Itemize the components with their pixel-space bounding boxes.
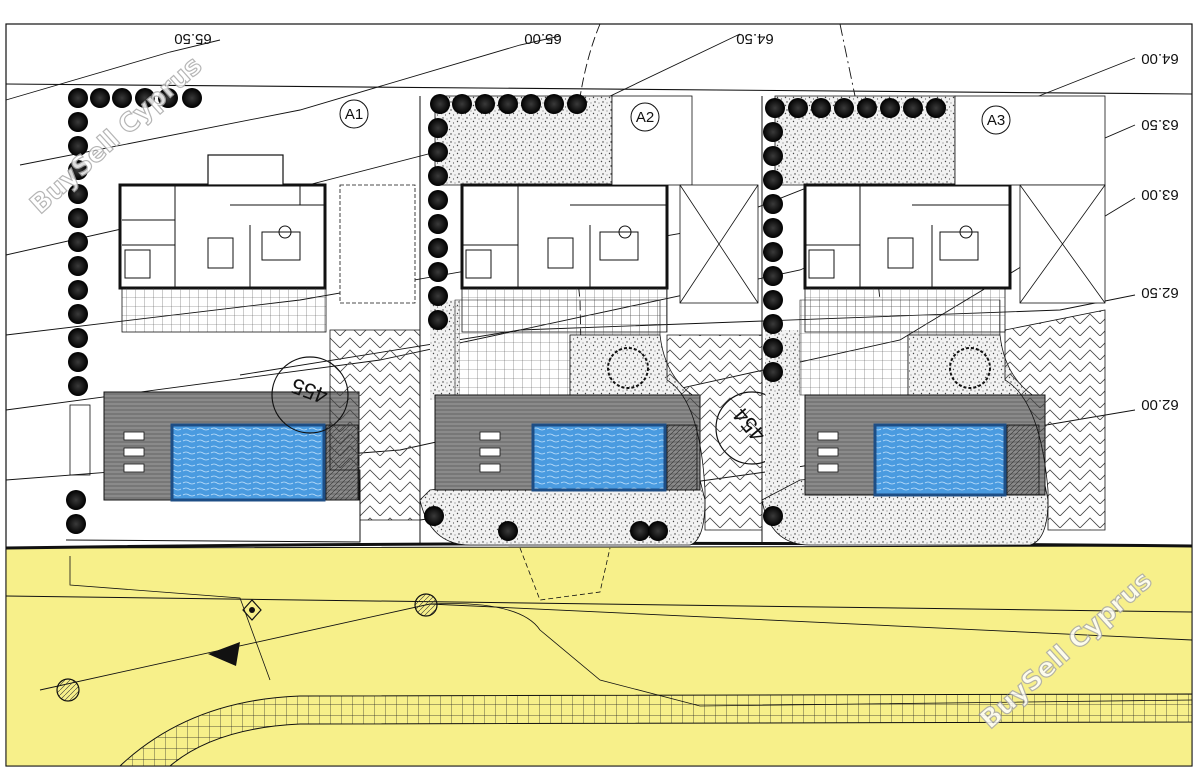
contour-label-6200: 62.00 [1141, 396, 1179, 413]
hedge-a2 [424, 94, 668, 541]
road [5, 541, 1193, 767]
svg-text:62.00: 62.00 [1141, 396, 1179, 413]
svg-text:65.00: 65.00 [524, 30, 562, 47]
svg-text:63.00: 63.00 [1141, 186, 1179, 203]
plot-number-circle-455 [271, 356, 349, 434]
contour-label-6450: 64.50 [736, 30, 774, 47]
plot-label-a1: A1 [339, 99, 369, 129]
plot-label-a2: A2 [630, 102, 660, 132]
feature-tree-a2 [607, 347, 649, 389]
svg-text:63.50: 63.50 [1141, 116, 1179, 133]
contour-label-6300: 63.00 [1141, 186, 1179, 203]
plot-a1 [65, 88, 421, 543]
contour-label-6350: 63.50 [1141, 116, 1179, 133]
contour-label-6550: 65.50 [174, 30, 212, 47]
svg-text:65.50: 65.50 [174, 30, 212, 47]
pool-a2 [531, 423, 667, 492]
svg-text:64.50: 64.50 [736, 30, 774, 47]
plot-a2 [419, 94, 789, 546]
svg-text:A2: A2 [636, 109, 654, 126]
plot-a3 [761, 95, 1106, 546]
svg-text:62.50: 62.50 [1141, 284, 1179, 301]
feature-tree-a3 [949, 347, 991, 389]
contour-label-6400: 64.00 [1141, 50, 1179, 67]
plot-label-a3: A3 [981, 105, 1011, 135]
svg-text:A3: A3 [987, 112, 1005, 129]
pool-a3 [873, 423, 1007, 497]
contour-label-6250: 62.50 [1141, 284, 1179, 301]
survey-marker [242, 599, 262, 621]
svg-text:A1: A1 [345, 106, 363, 123]
hedge-a1 [66, 88, 202, 534]
manhole-2 [56, 678, 80, 702]
svg-text:64.00: 64.00 [1141, 50, 1179, 67]
contour-label-6500: 65.00 [524, 30, 562, 47]
hedge-a3 [763, 98, 946, 526]
direction-arrow [208, 642, 240, 666]
pool-a1 [170, 423, 326, 502]
manhole-1 [414, 593, 438, 617]
